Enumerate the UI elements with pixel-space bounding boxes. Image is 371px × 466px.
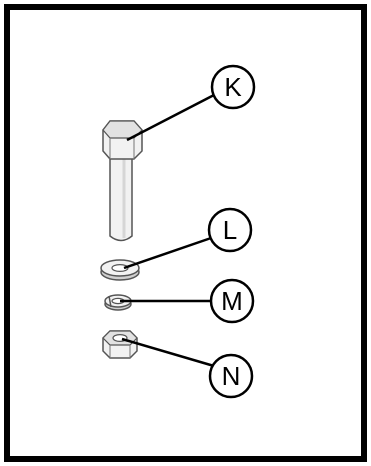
hex-nut: [102, 330, 138, 359]
callout-circle: [207, 207, 253, 253]
lock-washer: [104, 294, 132, 311]
callout-letter-n: N: [222, 361, 241, 391]
flat-washer: [100, 259, 140, 281]
callout-k: K: [210, 64, 256, 110]
callout-letter-k: K: [224, 72, 242, 102]
callout-m: M: [209, 278, 255, 324]
hex-bolt: [102, 120, 143, 242]
leader-line-n: [121, 337, 215, 368]
bolt-shank: [109, 149, 133, 242]
leader-line-l: [123, 235, 215, 270]
callout-circle: [210, 64, 256, 110]
callout-l: L: [207, 207, 253, 253]
callout-letter-m: M: [221, 286, 243, 316]
callout-letter-l: L: [223, 215, 237, 245]
callout-circle: [209, 278, 255, 324]
diagram-border: [4, 4, 367, 462]
callout-circle: [208, 353, 254, 399]
flat-washer-hole: [111, 264, 129, 273]
lock-washer-split: [108, 295, 112, 308]
leader-line-k: [126, 93, 215, 142]
callout-n: N: [208, 353, 254, 399]
